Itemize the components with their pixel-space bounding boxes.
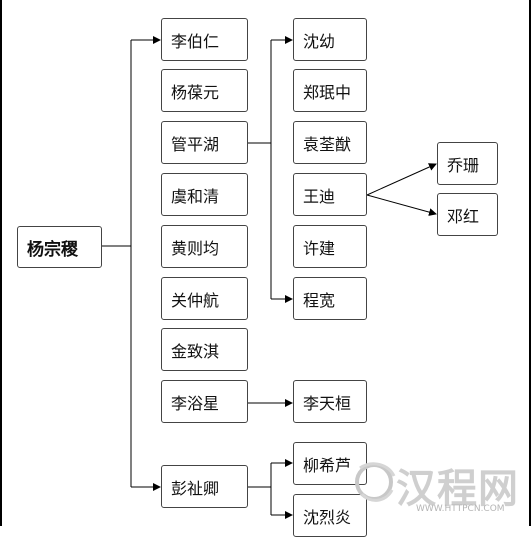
connector-lines — [102, 36, 437, 519]
node-yu-heqing: 虞和清 — [161, 173, 248, 216]
node-wang-di: 王迪 — [293, 173, 367, 216]
watermark-url: WWW.HTTPCN.COM — [416, 504, 505, 514]
node-xu-jian: 许建 — [293, 225, 367, 268]
watermark-logo-icon — [355, 462, 396, 502]
node-peng-zhiqing: 彭祉卿 — [161, 465, 248, 508]
node-qiao-shan: 乔珊 — [437, 142, 498, 185]
node-yang-baoyuan: 杨葆元 — [161, 69, 248, 112]
node-deng-hong: 邓红 — [437, 193, 498, 236]
arrow-to-qiao-shan — [366, 163, 437, 196]
watermark: 汉程网 WWW.HTTPCN.COM — [352, 452, 522, 518]
frame-edge-right — [529, 0, 531, 526]
node-li-boren: 李伯仁 — [161, 18, 248, 61]
node-jin-zhiqi: 金致淇 — [161, 328, 248, 371]
node-shen-you: 沈幼 — [293, 18, 367, 61]
watermark-text: 汉程网 — [396, 465, 519, 512]
node-huang-zejun: 黄则均 — [161, 225, 248, 268]
node-li-yuxing: 李浴星 — [161, 380, 248, 423]
node-cheng-kuan: 程宽 — [293, 277, 367, 320]
node-li-tianhuan: 李天桓 — [293, 380, 367, 423]
node-zheng-minzhong: 郑珉中 — [293, 69, 367, 112]
node-guan-pinghu: 管平湖 — [161, 121, 248, 164]
root-node: 杨宗稷 — [17, 226, 102, 268]
arrow-to-deng-hong — [366, 194, 437, 216]
node-yuan-quanyou: 袁荃猷 — [293, 121, 367, 164]
node-guan-zhonghang: 关仲航 — [161, 277, 248, 320]
frame-edge-left — [0, 0, 2, 526]
node-liu-xilu: 柳希芦 — [293, 442, 367, 485]
